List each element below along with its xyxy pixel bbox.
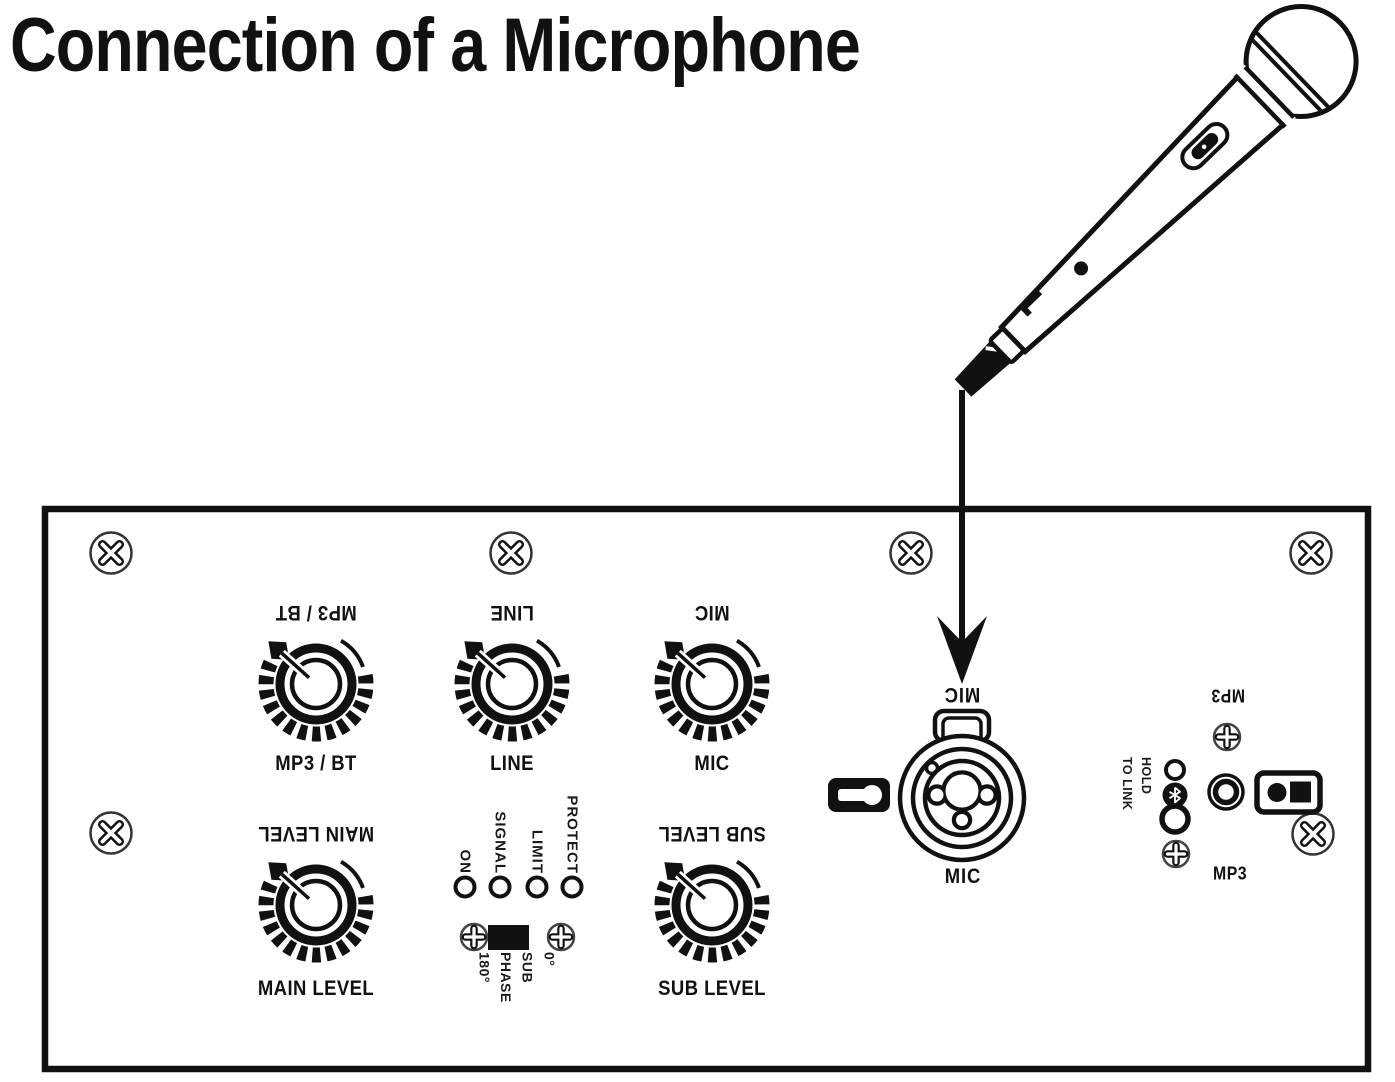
connection-arrow [937, 390, 987, 684]
rear-panel [41, 505, 1372, 1073]
bluetooth-icon [1162, 782, 1188, 808]
knob-label-flipped-sub-level: SUB LEVEL [658, 822, 766, 845]
screw-icon [1163, 841, 1189, 867]
screw-icon [1293, 814, 1334, 855]
knob-label-flipped-line: LINE [490, 601, 534, 624]
knob-label-flipped-mp3-bt: MP3 / BT [275, 601, 357, 624]
phase-pos-180: 180° [476, 952, 493, 983]
led-limit [525, 875, 549, 899]
bluetooth-link-button[interactable] [1159, 803, 1191, 835]
knob-label-mic: MIC [694, 752, 730, 775]
screw-icon [1291, 533, 1332, 574]
screw-icon [91, 533, 132, 574]
knob-label-mp3-bt: MP3 / BT [275, 752, 357, 775]
led-protect [560, 875, 584, 899]
hold-line: HOLD [1138, 757, 1153, 795]
usb-port-icon [1254, 770, 1323, 815]
hold-to-link-label: HOLD TO LINK [1117, 757, 1155, 810]
screw-icon [491, 533, 532, 574]
screw-icon [1214, 724, 1240, 750]
knob-label-flipped-mic: MIC [694, 601, 730, 624]
mic-jack-label: MIC [944, 865, 982, 888]
led-on [453, 875, 477, 899]
phase-sub: SUB [519, 952, 536, 984]
microphone-illustration [954, 4, 1359, 397]
sub-phase-switch[interactable] [488, 925, 529, 950]
mic-jack-label-flipped: MIC [943, 683, 981, 706]
led-label-limit: LIMIT [528, 829, 546, 874]
bluetooth-status-led [1164, 759, 1186, 781]
sub-phase-labels: 0° SUB PHASE 180° [473, 952, 560, 1003]
knob-label-sub-level: SUB LEVEL [658, 977, 766, 1000]
led-label-protect: PROTECT [563, 795, 581, 874]
knob-label-flipped-main-level: MAIN LEVEL [257, 822, 375, 845]
knob-label-line: LINE [490, 752, 534, 775]
phase-pos-0: 0° [541, 952, 558, 967]
led-signal [488, 875, 512, 899]
aux-jack-icon [1207, 773, 1245, 811]
xlr-combo-jack-icon [897, 708, 1027, 863]
mic-switch [1180, 121, 1230, 171]
screw-icon [891, 533, 932, 574]
knob-label-main-level: MAIN LEVEL [257, 977, 375, 1000]
mp3-label: MP3 [1213, 863, 1247, 884]
led-label-signal: SIGNAL [491, 811, 509, 874]
page-title: Connection of a Microphone [10, 3, 861, 88]
mp3-label-flipped: MP3 [1211, 685, 1245, 706]
phase-phase: PHASE [498, 952, 514, 1003]
latch-release-icon [828, 778, 890, 812]
led-label-on: ON [456, 849, 474, 875]
screw-icon [461, 924, 487, 950]
to-link-line: TO LINK [1120, 757, 1134, 811]
screw-icon [91, 813, 132, 854]
screw-icon [548, 924, 574, 950]
